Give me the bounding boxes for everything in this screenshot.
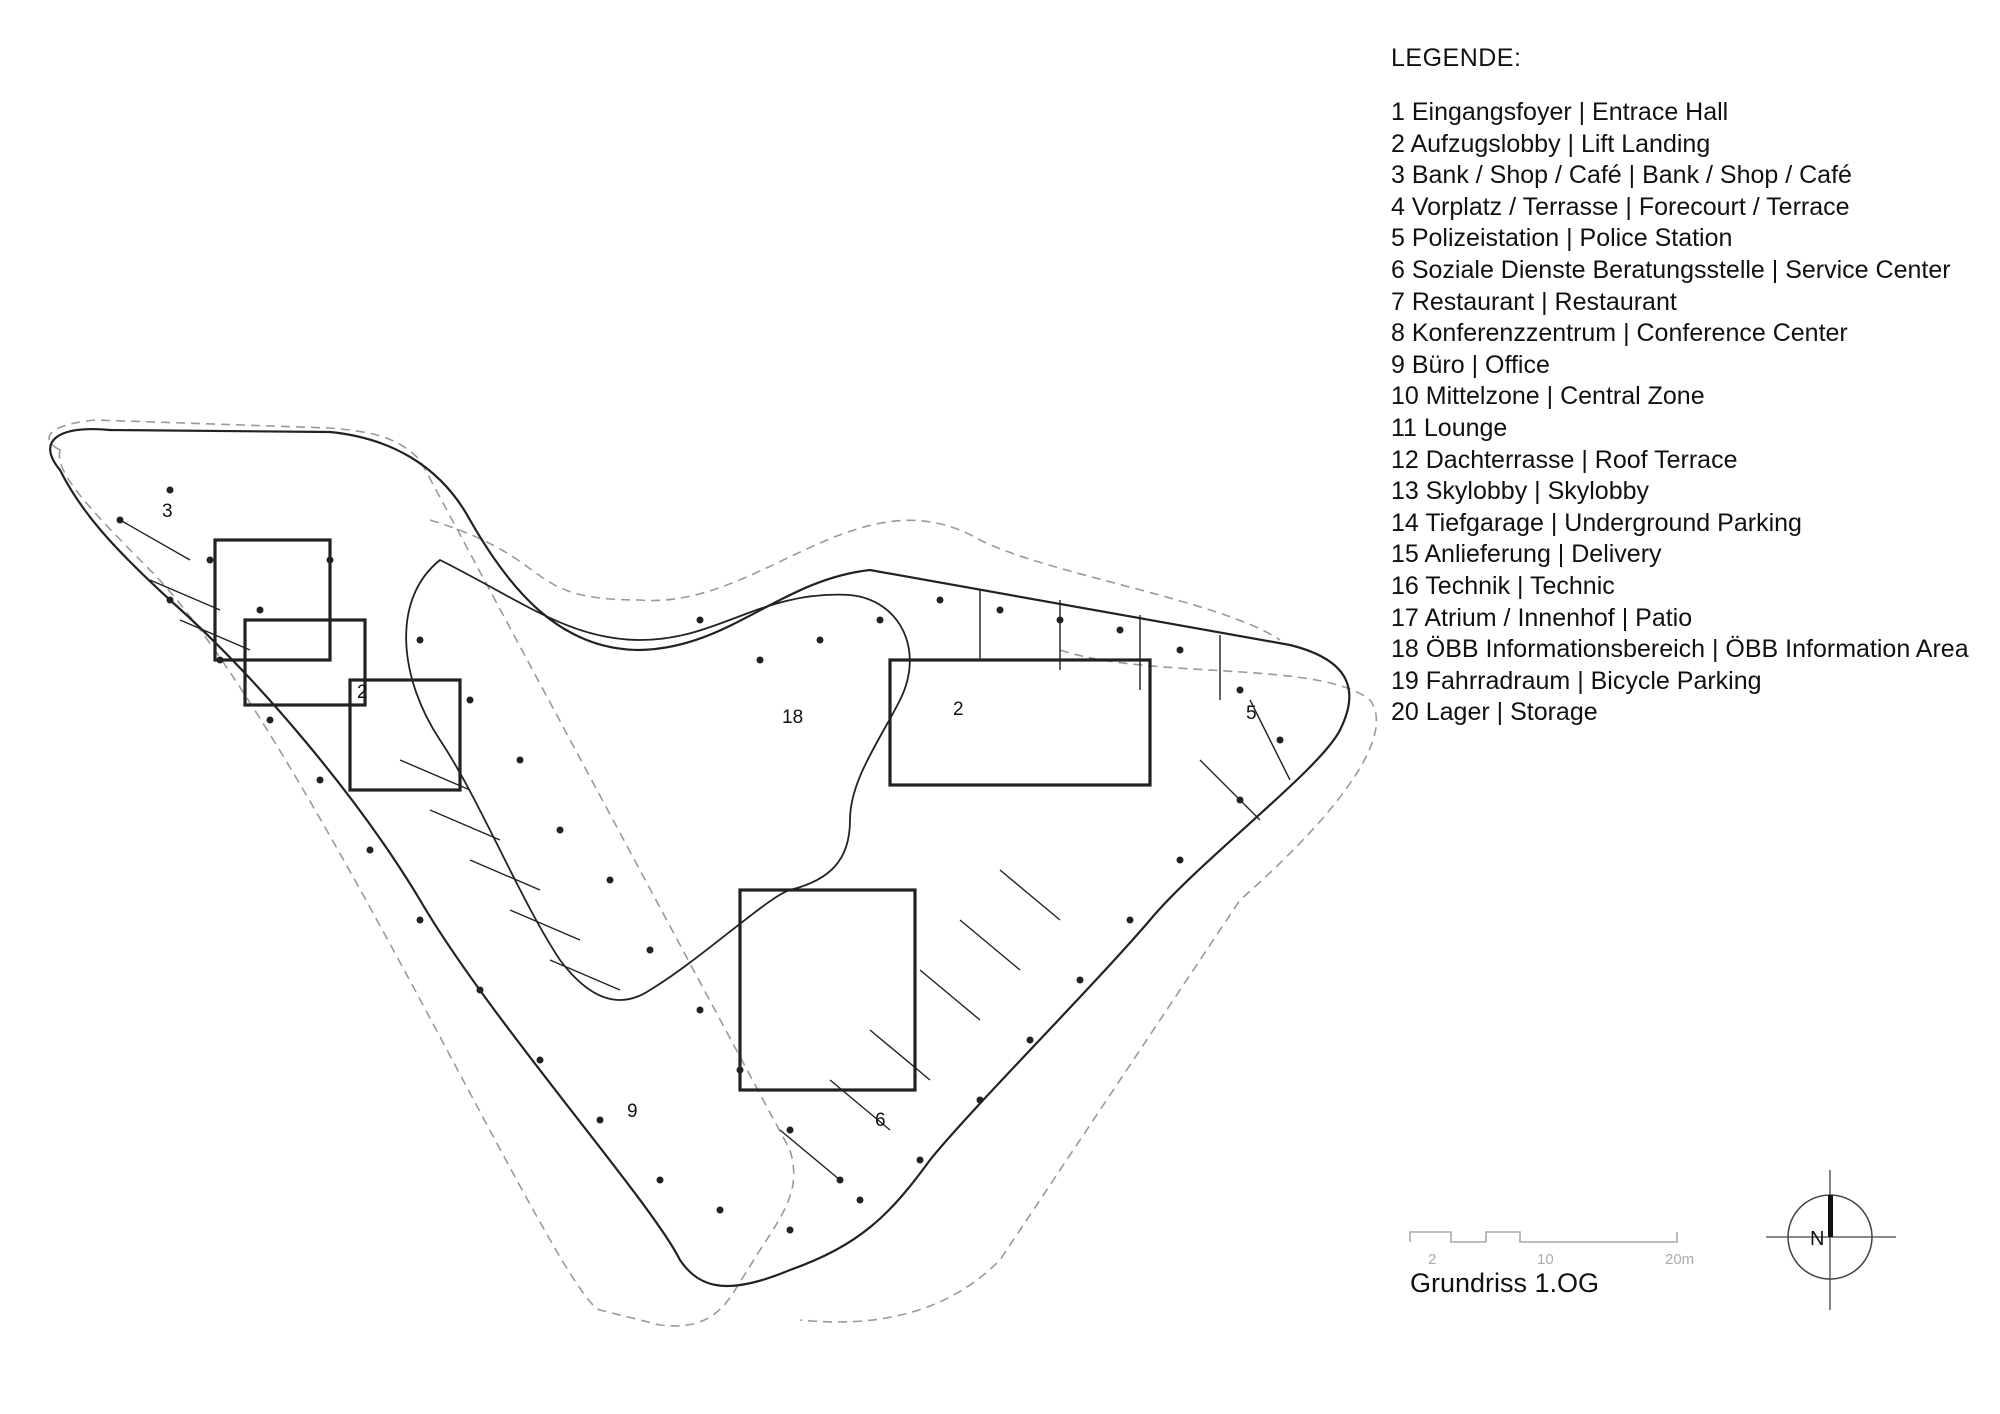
- core-south: [738, 888, 917, 1092]
- column-dot: [326, 556, 334, 564]
- legend-item: 5 Polizeistation | Police Station: [1391, 224, 1733, 253]
- legend-item: 13 Skylobby | Skylobby: [1391, 477, 1650, 506]
- room-label-2-west: 2: [357, 682, 368, 703]
- column-dot: [166, 486, 174, 494]
- column-dot: [696, 1006, 704, 1014]
- legend-item: 17 Atrium / Innenhof | Patio: [1391, 603, 1693, 632]
- column-dot: [716, 1206, 724, 1214]
- column-dot: [876, 616, 884, 624]
- legend-item: 16 Technik | Technic: [1391, 571, 1615, 600]
- scale-label-2: 2: [1428, 1251, 1436, 1268]
- column-dot: [736, 1066, 744, 1074]
- legend-item: 19 Fahrradraum | Bicycle Parking: [1391, 666, 1762, 695]
- legend-item: 3 Bank / Shop / Café | Bank / Shop / Caf…: [1391, 161, 1852, 190]
- legend-item: 18 ÖBB Informationsbereich | ÖBB Informa…: [1391, 635, 1969, 664]
- room-label-5: 5: [1246, 703, 1257, 724]
- column-dot: [206, 556, 214, 564]
- column-dot: [1276, 736, 1284, 744]
- office-partitions-west: [119, 519, 621, 991]
- legend-item: 20 Lager | Storage: [1391, 698, 1598, 727]
- legend-item: 11 Lounge: [1391, 413, 1508, 442]
- column-dot: [916, 1156, 924, 1164]
- column-dot: [256, 606, 264, 614]
- legend-item: 12 Dachterrasse | Roof Terrace: [1391, 445, 1738, 474]
- scale-label-20m: 20m: [1665, 1251, 1694, 1268]
- room-label-18: 18: [782, 707, 803, 728]
- column-dot: [216, 656, 224, 664]
- legend-item: 9 Büro | Office: [1391, 350, 1550, 379]
- column-dot: [556, 826, 564, 834]
- column-dot: [116, 516, 124, 524]
- column-dot: [536, 1056, 544, 1064]
- column-dot: [656, 1176, 664, 1184]
- column-dot: [476, 986, 484, 994]
- column-dot: [816, 636, 824, 644]
- column-dot: [416, 636, 424, 644]
- column-dot: [1236, 686, 1244, 694]
- legend-list: 1 Eingangsfoyer | Entrace Hall 2 Aufzugs…: [1391, 97, 1969, 729]
- column-dot: [856, 1196, 864, 1204]
- site-boundary-right: [799, 649, 1378, 1323]
- core-west: [213, 538, 332, 662]
- roof-overhang-curve: [429, 519, 1281, 641]
- column-dot: [606, 876, 614, 884]
- column-dot: [596, 1116, 604, 1124]
- column-dot: [996, 606, 1004, 614]
- column-dot: [466, 696, 474, 704]
- column-dot: [1236, 796, 1244, 804]
- legend-title: LEGENDE:: [1391, 44, 1522, 72]
- outer-site-boundary: [48, 419, 795, 1327]
- column-dot: [316, 776, 324, 784]
- room-label-2-north: 2: [953, 699, 964, 720]
- building-outline: [49, 428, 1351, 1288]
- core-west-south: [348, 678, 462, 792]
- legend-item: 1 Eingangsfoyer | Entrace Hall: [1391, 98, 1729, 126]
- column-dot: [516, 756, 524, 764]
- legend-item: 14 Tiefgarage | Underground Parking: [1391, 508, 1802, 537]
- column-dot: [646, 946, 654, 954]
- north-arrow-icon: N: [1766, 1170, 1896, 1310]
- column-dot: [416, 916, 424, 924]
- legend-item: 10 Mittelzone | Central Zone: [1391, 382, 1705, 411]
- column-dot: [756, 656, 764, 664]
- office-partitions-east: [979, 590, 1291, 821]
- legend-item: 7 Restaurant | Restaurant: [1391, 287, 1677, 316]
- column-dot: [836, 1176, 844, 1184]
- column-dot: [1126, 916, 1134, 924]
- core-north: [888, 658, 1152, 787]
- office-partitions-south: [779, 869, 1061, 1181]
- scale-bar: [1409, 1231, 1678, 1243]
- column-dot: [366, 846, 374, 854]
- room-label-6: 6: [875, 1110, 886, 1131]
- scale-label-10: 10: [1537, 1251, 1554, 1268]
- plan-title: Grundriss 1.OG: [1410, 1268, 1600, 1298]
- column-dot: [166, 596, 174, 604]
- legend-item: 6 Soziale Dienste Beratungsstelle | Serv…: [1391, 255, 1951, 284]
- column-dot: [1026, 1036, 1034, 1044]
- legend-item: 8 Konferenzzentrum | Conference Center: [1391, 319, 1848, 348]
- legend-item: 15 Anlieferung | Delivery: [1391, 540, 1662, 569]
- column-dot: [786, 1226, 794, 1234]
- column-dot: [266, 716, 274, 724]
- room-label-9: 9: [627, 1101, 638, 1122]
- column-dot: [1076, 976, 1084, 984]
- column-dot: [1056, 616, 1064, 624]
- column-dot: [1176, 856, 1184, 864]
- legend-item: 4 Vorplatz / Terrasse | Forecourt / Terr…: [1391, 192, 1850, 221]
- column-dot: [1116, 626, 1124, 634]
- north-label: N: [1810, 1228, 1824, 1250]
- column-dot: [696, 616, 704, 624]
- legend-item: 2 Aufzugslobby | Lift Landing: [1391, 129, 1711, 158]
- column-dot: [936, 596, 944, 604]
- room-label-3: 3: [162, 501, 173, 522]
- legend: LEGENDE: 1 Eingangsfoyer | Entrace Hall …: [1391, 44, 1969, 729]
- column-dot: [976, 1096, 984, 1104]
- core-west-lifts: [243, 618, 367, 707]
- column-dot: [1176, 646, 1184, 654]
- atrium-outline: [405, 558, 911, 1001]
- column-dot: [786, 1126, 794, 1134]
